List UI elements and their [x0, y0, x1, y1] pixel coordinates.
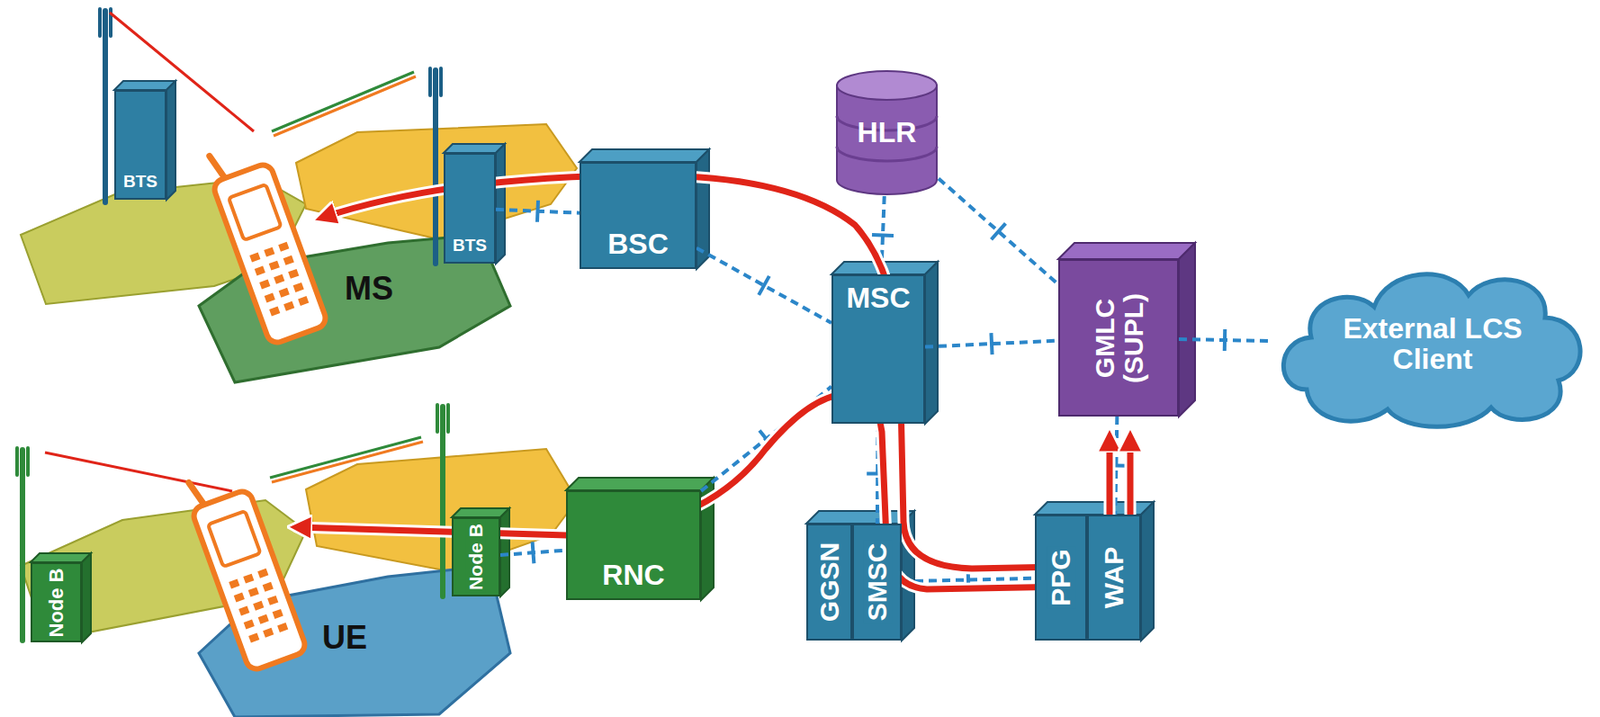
interface-tick: [758, 276, 770, 296]
node-label: BTS: [123, 172, 158, 191]
bts-box: BTS: [114, 89, 167, 200]
box-face: [443, 143, 505, 153]
node-label: PPG: [1046, 546, 1076, 609]
interface-tick: [871, 233, 894, 238]
bsc-box: BSC: [579, 161, 697, 270]
box-face: [1178, 242, 1196, 417]
interface-tick: [1222, 329, 1228, 351]
msc-box: MSC: [831, 274, 926, 424]
node-label: BSC: [607, 229, 669, 261]
box-face: [114, 80, 176, 90]
box-face: [1058, 242, 1196, 260]
node-label: SMSC: [862, 540, 892, 625]
node-label: MSC: [843, 283, 913, 315]
location-flow: [296, 175, 1131, 590]
node-label: GMLC (SUPL): [1090, 293, 1148, 384]
nodeb-box: Node B: [451, 517, 501, 597]
bts-box: BTS: [443, 152, 496, 264]
box-face: [495, 143, 505, 264]
interface-tick: [991, 223, 1007, 240]
box-face: [925, 261, 938, 424]
box-face: [1141, 502, 1154, 641]
ggsn-box: GGSN: [806, 523, 853, 641]
dashed-link: [938, 178, 1059, 285]
nodeb-box: Node B: [30, 562, 82, 643]
box-face: [166, 80, 176, 200]
interface-tick: [532, 541, 535, 564]
mobile-phone: [181, 464, 307, 673]
antenna-tower: [17, 8, 449, 641]
wap-box: WAP: [1087, 514, 1142, 641]
external-client-cloud: External LCS Client: [1270, 254, 1595, 435]
smsc-box: SMSC: [852, 523, 902, 641]
box-face: [30, 553, 91, 563]
node-label: GGSN: [815, 542, 845, 622]
node-label: HLR: [857, 117, 917, 149]
box-face: [500, 508, 510, 597]
node-label: External LCS Client: [1333, 314, 1532, 375]
interface-tick: [990, 332, 992, 355]
rnc-box: RNC: [566, 490, 702, 601]
ppg-box: PPG: [1034, 514, 1088, 641]
mobile-phone: [202, 137, 328, 346]
box-face: [81, 553, 91, 643]
hlr-database: HLR: [835, 69, 939, 197]
radio-signal: [44, 12, 423, 492]
dashed-link: [696, 248, 832, 324]
box-face: [579, 149, 710, 162]
node-label: RNC: [602, 560, 665, 592]
device-label: UE: [322, 619, 368, 657]
gmlc-server: GMLC (SUPL): [1058, 259, 1179, 417]
node-label: WAP: [1099, 547, 1129, 609]
node-label: BTS: [452, 236, 487, 255]
node-label: Node B: [45, 567, 67, 638]
interface-tick: [537, 200, 539, 223]
box-face: [566, 477, 714, 491]
node-label: Node B: [466, 521, 486, 594]
device-label: MS: [344, 269, 394, 308]
